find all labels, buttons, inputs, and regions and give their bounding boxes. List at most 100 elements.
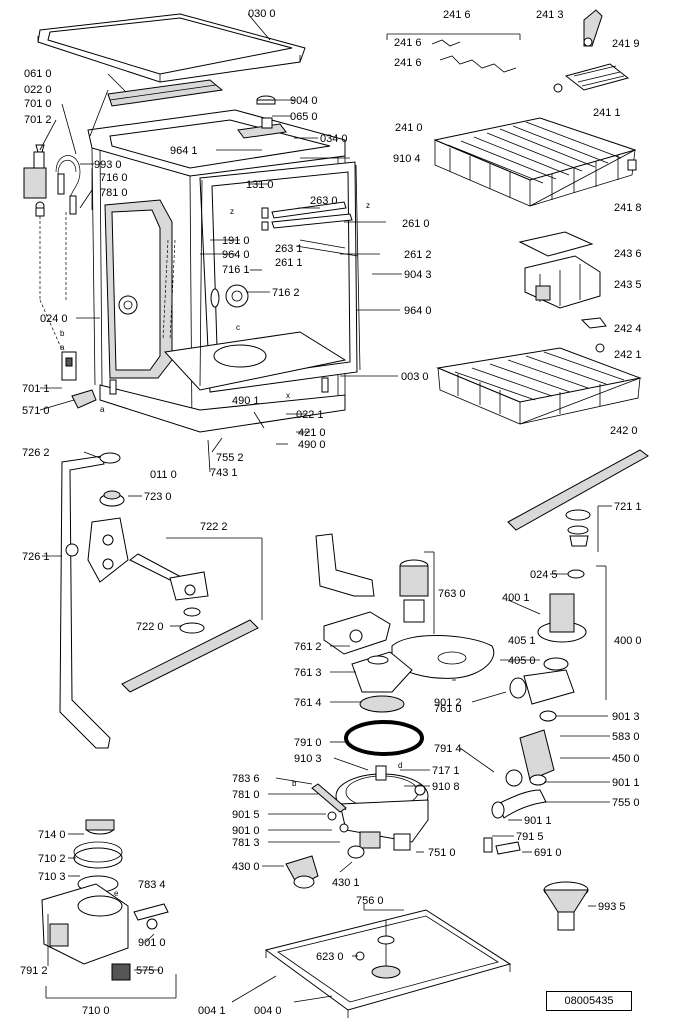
callout-710-3: 710 3 [38,871,66,883]
upper-basket [433,117,637,207]
callout-901-1-hose: 901 1 [524,815,552,827]
callout-400-0: 400 0 [614,635,642,647]
callout-901-1-right: 901 1 [612,777,640,789]
marker-z-right: z [366,201,370,210]
callout-901-0-sump: 901 0 [232,825,260,837]
callout-243-6: 243 6 [614,248,642,260]
insulation-strip [107,79,224,107]
callout-623-0: 623 0 [316,951,344,963]
callout-701-1: 701 1 [22,383,50,395]
callout-723-0: 723 0 [144,491,172,503]
lower-basket [436,347,642,425]
callout-691-0: 691 0 [534,847,562,859]
callout-722-0: 722 0 [136,621,164,633]
spray-tube-assembly [87,517,209,601]
circulation-pump [509,569,587,705]
callout-065-0: 065 0 [290,111,318,123]
vertical-pipe [59,452,121,749]
base-tray [264,909,512,1018]
callout-242-1: 242 1 [614,349,642,361]
callout-003-0: 003 0 [401,371,429,383]
callout-024-5: 024 5 [530,569,558,581]
callout-450-0: 450 0 [612,753,640,765]
callout-571-0: 571 0 [22,405,50,417]
callout-910-4: 910 4 [393,153,421,165]
callout-034-0: 034 0 [320,133,348,145]
callout-131-0: 131 0 [246,179,274,191]
callout-756-0: 756 0 [356,895,384,907]
callout-993-5: 993 5 [598,901,626,913]
callout-761-2: 761 2 [294,641,322,653]
callout-791-4: 791 4 [434,743,462,755]
callout-716-1: 716 1 [222,264,250,276]
callout-261-0: 261 0 [402,218,430,230]
callout-761-0: 761 0 [434,703,462,715]
callout-030-0: 030 0 [248,8,276,20]
callout-004-1: 004 1 [198,1005,226,1017]
cup-rack [553,9,630,93]
marker-b-sump: b [292,779,297,788]
callout-791-2: 791 2 [20,965,48,977]
marker-d: d [398,761,402,770]
marker-x: x [286,391,290,400]
callout-022-1: 022 1 [296,409,324,421]
callout-781-0-sump: 781 0 [232,789,260,801]
callout-490-0: 490 0 [298,439,326,451]
callout-783-6: 783 6 [232,773,260,785]
callout-781-0-top: 781 0 [100,187,128,199]
callout-241-6-top: 241 6 [443,9,471,21]
callout-904-0: 904 0 [290,95,318,107]
small-clips [580,317,607,353]
callout-405-0: 405 0 [508,655,536,667]
valve-783-4 [133,903,169,930]
marker-b-left: b [60,329,65,338]
lower-spray-arm [121,607,259,693]
marker-a-left: a [60,343,65,352]
callout-910-3: 910 3 [294,753,322,765]
callout-791-5: 791 5 [516,831,544,843]
callout-405-1: 405 1 [508,635,536,647]
callout-761-3: 761 3 [294,667,322,679]
cap-part [256,95,276,105]
callout-710-0: 710 0 [82,1005,110,1017]
rack-clip [386,33,521,73]
callout-261-1: 261 1 [275,257,303,269]
callout-241-8: 241 8 [614,202,642,214]
callout-904-3: 904 3 [404,269,432,281]
seal-ring [344,720,424,756]
marker-a-hose: a [100,405,105,414]
callout-263-0: 263 0 [310,195,338,207]
callout-722-2: 722 2 [200,521,228,533]
callout-964-1: 964 1 [170,145,198,157]
callout-583-0: 583 0 [612,731,640,743]
callout-261-2: 261 2 [404,249,432,261]
callout-263-1: 263 1 [275,243,303,255]
callout-743-1: 743 1 [210,467,238,479]
callout-901-3: 901 3 [612,711,640,723]
callout-783-4: 783 4 [138,879,166,891]
drain-pump-430 [285,845,365,889]
callout-701-0: 701 0 [24,98,52,110]
filter-plate-761-0 [391,634,495,679]
callout-714-0: 714 0 [38,829,66,841]
letter-markers: a a b b c d e x z z [60,201,402,898]
callout-993-0: 993 0 [94,159,122,171]
callout-575-0: 575 0 [136,965,164,977]
callout-710-2: 710 2 [38,853,66,865]
callout-726-2: 726 2 [22,447,50,459]
cover-761-2 [323,611,391,655]
callout-430-0: 430 0 [232,861,260,873]
callout-024-0: 024 0 [40,313,68,325]
marker-c: c [236,323,240,332]
callout-755-0: 755 0 [612,797,640,809]
cutlery-basket [518,231,601,309]
callout-901-2: 901 2 [434,697,462,709]
callout-241-6-wire: 241 6 [394,57,422,69]
callout-701-2: 701 2 [24,114,52,126]
callout-241-1: 241 1 [593,107,621,119]
nut-723 [99,490,125,507]
marker-z-tub: z [230,207,234,216]
callout-241-9: 241 9 [612,38,640,50]
callout-004-0: 004 0 [254,1005,282,1017]
callout-490-1: 490 1 [232,395,260,407]
